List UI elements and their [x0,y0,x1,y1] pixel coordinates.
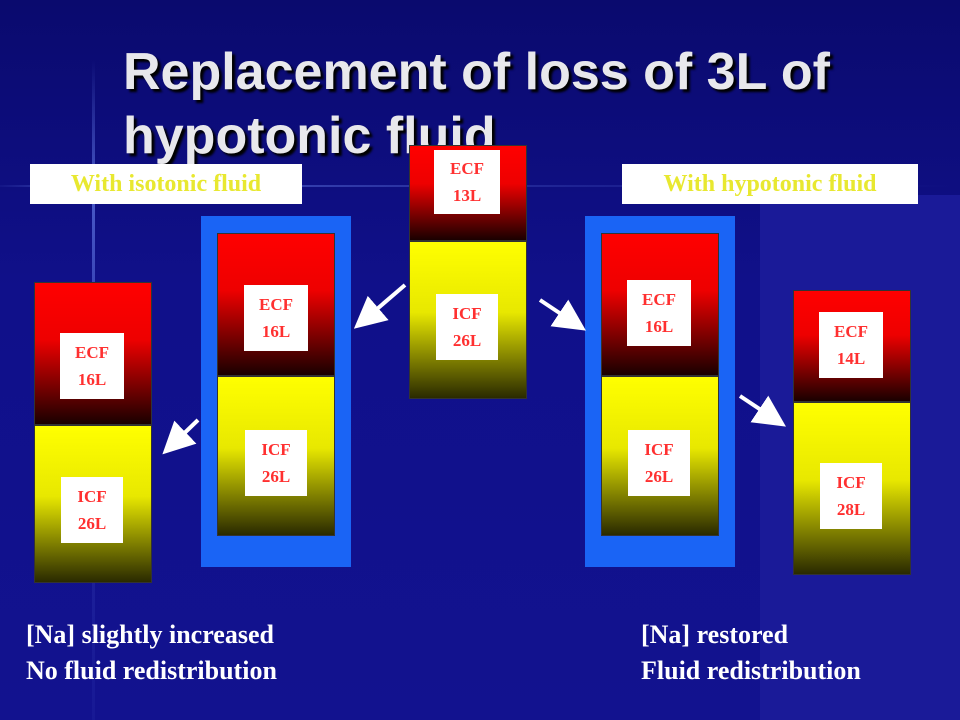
ecf-tag-1: ECF 16L [60,333,124,399]
isotonic-caption: [Na] slightly increased No fluid redistr… [26,617,277,689]
ecf-tag-3-name: ECF [450,159,484,178]
icf-tag-3-volume: 26L [452,331,482,350]
ecf-tag-5: ECF 14L [819,312,883,378]
isotonic-caption-line-1: [Na] slightly increased [26,620,274,649]
icf-tag-5-volume: 28L [836,500,866,519]
ecf-tag-4-name: ECF [642,290,676,309]
icf-tag-4: ICF 26L [628,430,690,496]
arrow-right-to-hypotonic [738,394,786,427]
isotonic-caption-line-2: No fluid redistribution [26,656,277,685]
icf-tag-3-name: ICF [452,304,482,323]
ecf-tag-4: ECF 16L [627,280,691,346]
ecf-tag-4-volume: 16L [644,317,674,336]
arrow-left-to-isotonic [162,418,200,455]
ecf-tag-2: ECF 16L [244,285,308,351]
hypotonic-label: With hypotonic fluid [622,164,918,204]
ecf-tag-1-name: ECF [75,343,109,362]
arrow-center-to-left [353,283,407,329]
icf-tag-4-volume: 26L [644,467,674,486]
ecf-tag-2-volume: 16L [261,322,291,341]
arrow-center-to-right [538,298,586,331]
ecf-block-2 [217,233,335,376]
icf-tag-2: ICF 26L [245,430,307,496]
icf-tag-1-name: ICF [77,487,107,506]
ecf-tag-1-volume: 16L [77,370,107,389]
icf-tag-1-volume: 26L [77,514,107,533]
isotonic-label: With isotonic fluid [30,164,302,204]
icf-tag-2-name: ICF [261,440,291,459]
hypotonic-caption-line-2: Fluid redistribution [641,656,861,685]
ecf-tag-5-volume: 14L [836,349,866,368]
ecf-tag-3-volume: 13L [452,186,482,205]
icf-tag-1: ICF 26L [61,477,123,543]
hypotonic-caption-line-1: [Na] restored [641,620,789,649]
icf-tag-4-name: ICF [644,440,674,459]
icf-tag-5: ICF 28L [820,463,882,529]
ecf-tag-5-name: ECF [834,322,868,341]
hypotonic-caption: [Na] restored Fluid redistribution [641,617,861,689]
ecf-tag-3: ECF 13L [434,150,500,214]
ecf-tag-2-name: ECF [259,295,293,314]
icf-tag-3: ICF 26L [436,294,498,360]
icf-tag-2-volume: 26L [261,467,291,486]
icf-tag-5-name: ICF [836,473,866,492]
